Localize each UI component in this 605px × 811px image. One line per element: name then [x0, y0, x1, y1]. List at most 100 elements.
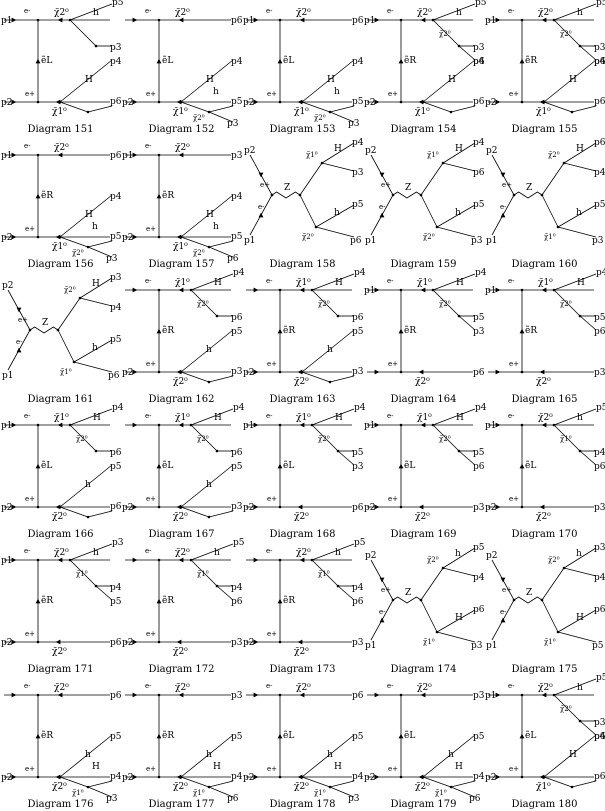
higgs-label: H	[448, 75, 456, 85]
higgs-line	[180, 464, 234, 508]
positron-label: e+	[146, 225, 156, 233]
fermion-arrow-icon	[374, 692, 380, 698]
positron-label: e+	[146, 90, 156, 98]
outgoing-momentum-label: p3	[471, 641, 483, 651]
incoming-momentum-label: p2	[243, 368, 255, 378]
fermion-arrow-icon	[57, 422, 63, 428]
neutralino-label: χ̃2⁰	[197, 299, 209, 308]
fermion-arrow-icon	[299, 17, 305, 23]
outgoing-line	[563, 162, 597, 172]
higgs-line	[557, 204, 597, 228]
neutralino-label: χ̃1⁰	[536, 781, 551, 792]
neutralino-line	[59, 776, 89, 788]
higgs-label: H	[456, 278, 464, 288]
higgs-line	[563, 547, 597, 569]
outgoing-momentum-label: p4	[231, 57, 243, 67]
outgoing-momentum-label: p4	[473, 57, 485, 67]
higgs-label: h	[576, 549, 582, 559]
fermion-arrow-icon	[132, 774, 138, 780]
incoming-momentum-label: p2	[486, 146, 498, 156]
outgoing-momentum-label: p6	[594, 732, 605, 742]
fermion-arrow-icon	[539, 99, 545, 105]
z-boson-propagator	[392, 596, 422, 604]
fermion-arrow-icon	[541, 287, 547, 293]
fermion-arrow-icon	[500, 577, 506, 583]
higgs-line	[436, 609, 476, 633]
higgs-line	[59, 194, 113, 238]
fermion-arrow-icon	[495, 287, 501, 293]
higgs-line	[311, 273, 355, 291]
outgoing-line	[208, 105, 234, 113]
outgoing-momentum-label: p3	[473, 43, 485, 53]
higgs-line	[73, 339, 113, 363]
selectron-label: ẽL	[41, 55, 52, 66]
outgoing-momentum-label: p5	[231, 327, 243, 337]
higgs-line	[422, 734, 476, 778]
diagram-caption: Diagram 176	[27, 799, 94, 810]
outgoing-momentum-label: p6	[352, 16, 364, 26]
fermion-arrow-icon	[132, 692, 138, 698]
selectron-label: ẽR	[162, 730, 174, 741]
fermion-arrow-icon	[495, 774, 501, 780]
outgoing-momentum-label: p5	[110, 335, 122, 345]
fermion-arrow-icon	[178, 152, 184, 158]
outgoing-momentum-label: p4	[352, 57, 364, 67]
outgoing-momentum-label: p4	[354, 403, 366, 413]
z-label: Z	[42, 318, 48, 328]
electron-label: e-	[387, 277, 394, 285]
neutralino-label: χ̃2⁰	[538, 7, 553, 18]
outgoing-momentum-label: p5	[594, 313, 605, 323]
neutralino-label: χ̃2⁰	[193, 113, 205, 122]
diagram-caption: Diagram 166	[27, 529, 94, 540]
electron-label: e-	[24, 7, 31, 15]
neutralino-label: χ̃2⁰	[560, 704, 572, 713]
outgoing-momentum-label: p5	[110, 462, 122, 472]
positron-label: e+	[502, 181, 512, 189]
diagram-caption: Diagram 155	[511, 124, 578, 135]
higgs-label: H	[206, 210, 214, 220]
neutralino-line	[301, 776, 331, 788]
fermion-arrow-icon	[11, 639, 17, 645]
positron-label: e+	[146, 495, 156, 503]
incoming-momentum-label: p1	[486, 641, 498, 651]
higgs-line	[190, 273, 234, 291]
fermion-arrow-icon	[374, 504, 380, 510]
fermion-arrow-icon	[35, 58, 41, 64]
outgoing-line	[329, 375, 355, 383]
outgoing-line	[321, 162, 355, 172]
z-boson-propagator	[513, 596, 543, 604]
incoming-momentum-label: p2	[364, 503, 376, 513]
outgoing-momentum-label: p6	[350, 236, 362, 246]
electron-label: e-	[145, 412, 152, 420]
neutralino-label: χ̃1⁰	[415, 106, 430, 117]
outgoing-momentum-label: p6	[594, 772, 605, 782]
outgoing-momentum-label: p5	[110, 732, 122, 742]
incoming-momentum-label: p1	[243, 421, 255, 431]
fermion-arrow-icon	[253, 287, 259, 293]
neutralino-line	[59, 236, 89, 248]
outgoing-momentum-label: p4	[475, 403, 487, 413]
outgoing-momentum-label: p3	[231, 151, 243, 161]
neutralino-line	[543, 101, 573, 113]
fermion-arrow-icon	[178, 422, 184, 428]
outgoing-momentum-label: p6	[594, 57, 605, 67]
fermion-arrow-icon	[258, 172, 264, 178]
fermion-arrow-icon	[297, 369, 303, 375]
incoming-momentum-label: p1	[2, 371, 14, 381]
fermion-arrow-icon	[132, 152, 138, 158]
incoming-momentum-label: p2	[122, 773, 134, 783]
outgoing-line	[458, 45, 476, 61]
outgoing-line	[329, 780, 355, 788]
outgoing-momentum-label: p6	[110, 97, 122, 107]
